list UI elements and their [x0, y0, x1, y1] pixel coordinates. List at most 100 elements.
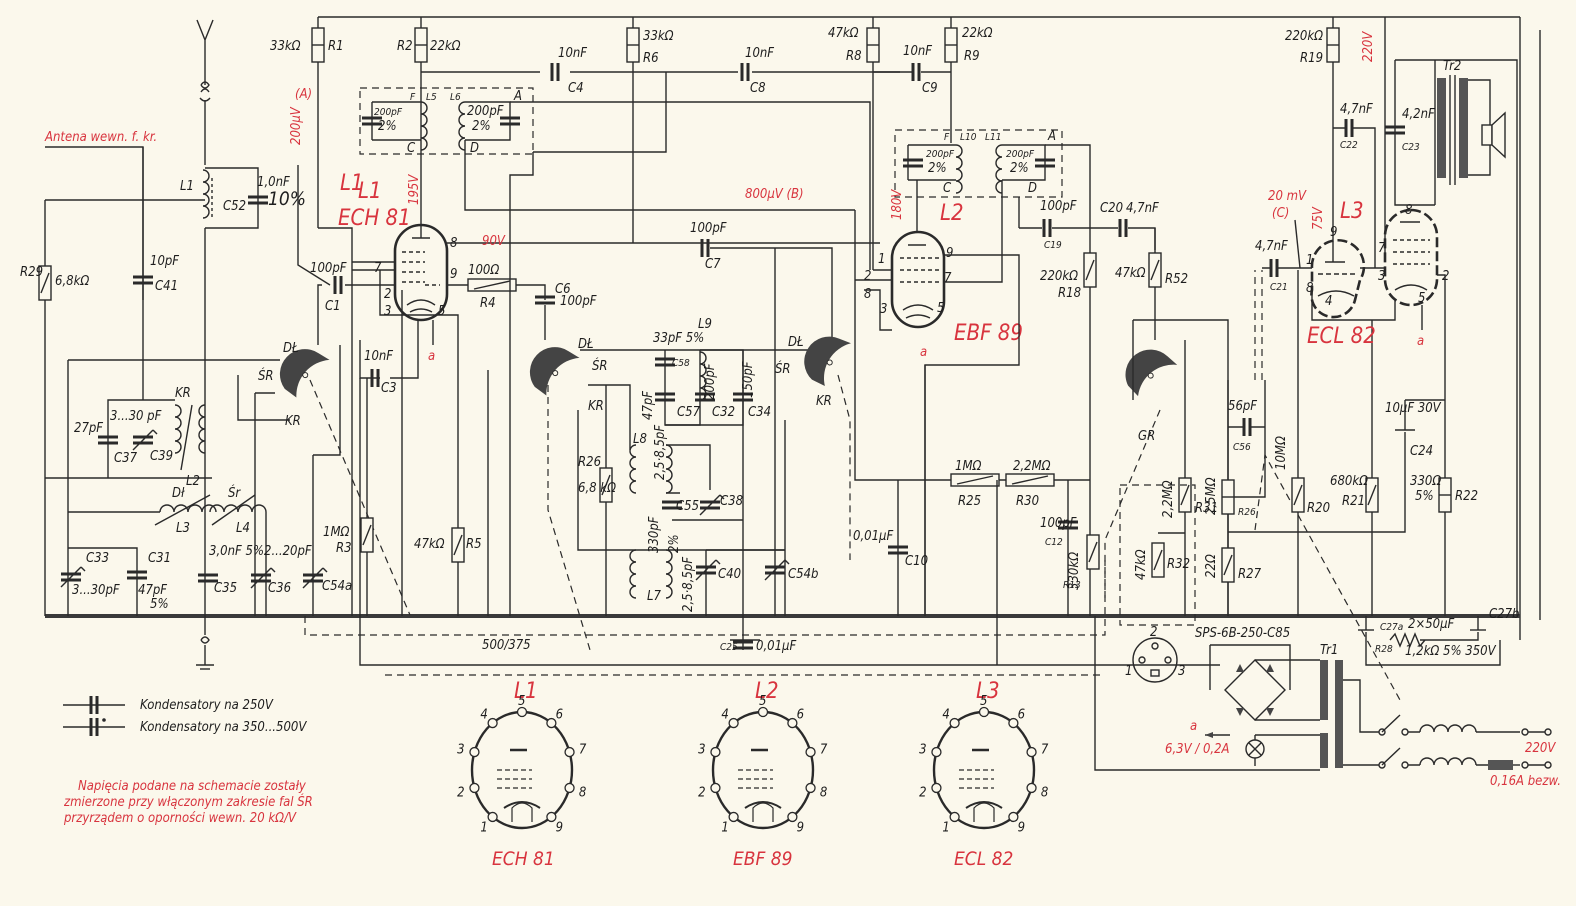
- l1-cap-a: 200pF: [374, 107, 403, 118]
- l1-coil-b: L6: [450, 92, 461, 103]
- pinout-type: EBF 89: [733, 848, 793, 870]
- ech81-pin-9: 9: [450, 267, 457, 282]
- ech81-label: ECH 81: [338, 206, 411, 231]
- pin-7: [1026, 746, 1037, 758]
- c7-ref: C7: [705, 257, 721, 272]
- measurement-note: Napięcia podane na schemacie zostały zmi…: [63, 779, 313, 826]
- l1-label: L1: [180, 179, 194, 194]
- r32-value: 47kΩ: [1134, 549, 1149, 580]
- c52-tol: 10%: [268, 188, 306, 210]
- pin-7: [805, 746, 816, 758]
- if-can-l2: [894, 129, 1063, 198]
- kr-coil-label: KR: [175, 386, 191, 401]
- pin-label: 4: [721, 707, 728, 722]
- r31-ref: R31: [1195, 501, 1218, 516]
- switch3-sr-label: ŚR: [775, 361, 791, 377]
- r26-ref: R26: [578, 455, 601, 470]
- ech81-heater-a: a: [428, 349, 435, 364]
- l2-coil-a: L10: [960, 132, 977, 143]
- if-l1-label: L1: [358, 179, 382, 204]
- r5-ref: R5: [466, 537, 482, 552]
- ecl82-pin-4: 4: [1325, 294, 1332, 309]
- r18-value: 220kΩ: [1040, 269, 1078, 284]
- ecl82-pin-5: 5: [1418, 291, 1425, 306]
- switch3-kr-label: KR: [816, 394, 832, 409]
- c25-value: 0,01µF: [756, 639, 796, 654]
- c1-value: 100pF: [310, 261, 347, 276]
- tube-ecl82-pentode: [1383, 208, 1439, 307]
- r29-value: 6,8kΩ: [55, 274, 89, 289]
- pin-label: 3: [457, 742, 464, 757]
- switch1-kr-label: KR: [285, 414, 301, 429]
- svg-text:przyrządem o oporności wewn. 2: przyrządem o oporności wewn. 20 kΩ/V: [63, 811, 297, 826]
- r20-ref: R20: [1307, 501, 1330, 516]
- if-can-l1: [359, 87, 534, 155]
- l2-d: D: [1028, 181, 1037, 196]
- l4-label: L4: [236, 521, 250, 536]
- mains-terminal-2[interactable]: [1521, 761, 1529, 769]
- pin-5: [516, 706, 528, 718]
- power-switch[interactable]: [1378, 714, 1409, 769]
- pin-label: 6: [797, 707, 804, 722]
- l2-f: F: [944, 132, 950, 143]
- pin-label: 1: [480, 821, 487, 836]
- pin-6: [546, 717, 557, 729]
- ebf89-anode-voltage: 180V: [890, 189, 905, 220]
- ebf89-pin-1: 1: [878, 252, 885, 267]
- pin-4: [487, 717, 498, 729]
- l2-c: C: [943, 181, 952, 196]
- c8-ref: C8: [750, 81, 766, 96]
- pin-label: 9: [556, 821, 563, 836]
- pin-2: [931, 782, 942, 794]
- r6-ref: R6: [643, 51, 659, 66]
- r52-value: 47kΩ: [1115, 266, 1146, 281]
- pin-label: 2: [457, 786, 464, 801]
- c20-ref: C20: [1100, 201, 1123, 216]
- r30-ref: R30: [1016, 494, 1039, 509]
- c10-ref: C10: [905, 554, 928, 569]
- r28-value: 1,2kΩ 5% 350V: [1405, 644, 1497, 659]
- c54a-ref: C54a: [322, 579, 352, 594]
- r13-ref: R13: [1063, 580, 1081, 591]
- bridge-rectifier: [1224, 659, 1286, 721]
- r3-value: 1MΩ: [323, 525, 350, 540]
- r31-value: 2,2MΩ: [1161, 480, 1176, 518]
- ecl82-heater-a: a: [1417, 334, 1424, 349]
- switch2-kr-label: KR: [588, 399, 604, 414]
- svg-text:Napięcia podane na schemacie z: Napięcia podane na schemacie zostały: [78, 779, 307, 794]
- r21-value: 680kΩ: [1330, 474, 1368, 489]
- tr2-label: Tr2: [1443, 59, 1461, 74]
- ground-symbol: [196, 636, 214, 670]
- band-switch-3[interactable]: [794, 325, 864, 392]
- c33-ref: C33: [86, 551, 109, 566]
- band-switch-4[interactable]: [1121, 344, 1182, 399]
- c6-value: 100pF: [560, 294, 597, 309]
- r5-value: 47kΩ: [414, 537, 445, 552]
- c57-value: 47pF: [641, 391, 656, 420]
- c21-ref: C21: [1270, 282, 1288, 293]
- c52-ref: C52: [223, 199, 246, 214]
- pin-6: [1008, 717, 1019, 729]
- pin-label: 9: [1018, 821, 1025, 836]
- pin-6: [787, 717, 798, 729]
- l2-coil-b: L11: [985, 132, 1001, 143]
- switch2-sr-label: ŚR: [592, 358, 608, 374]
- pin-label: 6: [556, 707, 563, 722]
- l3-label: L3: [176, 521, 190, 536]
- pin-label: 5: [980, 694, 987, 709]
- pilot-lamp-icon: [1245, 739, 1265, 759]
- c23-value: 4,2nF: [1402, 107, 1435, 122]
- pin-9: [787, 811, 798, 823]
- c4-ref: C4: [568, 81, 584, 96]
- pin-3: [710, 746, 721, 758]
- sr-coil-label: Śr: [228, 485, 241, 501]
- pin-label: 4: [942, 707, 949, 722]
- pin-label: 7: [1041, 742, 1049, 757]
- mains-terminal-1[interactable]: [1521, 728, 1529, 736]
- ecl82-pin-2: 2: [1442, 269, 1449, 284]
- c56-value: 56pF: [1228, 399, 1257, 414]
- pin-8: [1026, 782, 1037, 794]
- tr1-label: Tr1: [1320, 643, 1338, 658]
- pickup-socket[interactable]: [1132, 637, 1178, 683]
